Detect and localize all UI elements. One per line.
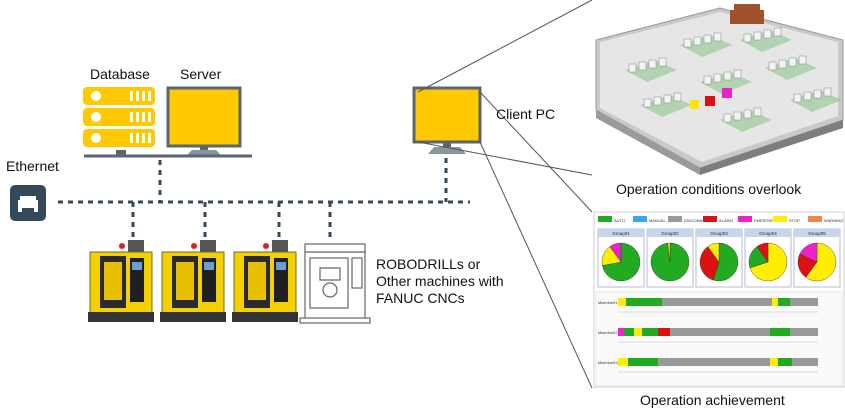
legend-label: AUTO (614, 218, 625, 223)
timeline-row-label: Machine03 (598, 360, 618, 365)
timeline-segment (628, 358, 658, 366)
factory-cell (680, 32, 732, 57)
legend-label: ALARM (719, 218, 733, 223)
factory-cell (740, 27, 792, 52)
ethernet-port-icon (10, 185, 46, 221)
factory-cell (765, 55, 817, 80)
pie-slice (667, 242, 671, 263)
server-label: Server (180, 66, 222, 82)
legend-entry: AUTO (598, 216, 625, 223)
legend-label: MANUAL (649, 218, 666, 223)
timeline-segment (624, 328, 634, 336)
legend-label: STOP (789, 218, 800, 223)
timeline-segment (618, 358, 628, 366)
timeline-row: Machine01 (598, 298, 818, 313)
timeline-row-label: Machine01 (598, 300, 618, 305)
pie-slice (707, 242, 720, 263)
legend-entry: STOP (773, 216, 800, 223)
timeline-segment (658, 358, 770, 366)
factory-cell (700, 69, 752, 94)
achievement-caption: Operation achievement (640, 392, 785, 408)
pie-slice (756, 242, 769, 263)
group-name: Group04 (759, 231, 777, 236)
group-card: Group04 (744, 228, 792, 288)
group-name: Group03 (710, 231, 728, 236)
legend-entry: WARNING (808, 216, 843, 223)
group-name: Group02 (661, 231, 679, 236)
group-card: Group05 (793, 228, 841, 288)
other-machine-icon (299, 243, 371, 324)
timeline-segment (778, 298, 790, 306)
robodrill-machine-icon (160, 240, 226, 322)
factory-cell (625, 57, 677, 82)
pie-slice (712, 242, 739, 282)
timeline-segment (790, 328, 818, 336)
client-pc-label: Client PC (496, 106, 556, 122)
machines-label-1: ROBODRILLs or (376, 256, 481, 272)
timeline-segment (642, 328, 658, 336)
timeline-segment (770, 328, 790, 336)
pie-slice (799, 242, 818, 263)
legend-entry: DISCONNECT (668, 216, 711, 223)
achievement-dashboard: AUTO MANUAL DISCONNECT ALARM EMERGENCY STOP WA… (593, 211, 845, 388)
ethernet-trunk (58, 158, 470, 240)
factory-cell (790, 87, 842, 112)
factory-cell (640, 92, 692, 117)
timeline-segment (634, 328, 642, 336)
robodrill-machine-icon (232, 240, 298, 322)
timeline-segment (792, 358, 818, 366)
timeline-segment (618, 298, 626, 306)
timeline-segment (770, 358, 778, 366)
overlook-caption: Operation conditions overlook (616, 181, 802, 197)
pie-slice (609, 242, 622, 263)
group-name: Group05 (808, 231, 826, 236)
timeline-segment (658, 328, 670, 336)
machine-group (88, 240, 298, 322)
timeline-segment (618, 328, 624, 336)
timeline-segment (790, 298, 818, 306)
database-label: Database (90, 66, 150, 82)
db-stand (116, 150, 126, 156)
factory-cell (720, 107, 772, 132)
timeline-segment (626, 298, 662, 306)
legend-label: DISCONNECT (684, 218, 711, 223)
factory-overlook-view (592, 0, 845, 175)
robodrill-machine-icon (88, 240, 154, 322)
group-name: Group01 (612, 231, 630, 236)
group-card: Group02 (646, 228, 694, 288)
timeline-segment (778, 358, 792, 366)
machines-label-3: FANUC CNCs (376, 290, 465, 306)
legend-entry: ALARM (703, 216, 733, 223)
timeline-segment (662, 298, 772, 306)
timeline-row-label: Machine02 (598, 330, 618, 335)
pie-slice (749, 242, 788, 282)
timeline-row: Machine03 (598, 358, 818, 373)
server-monitor-icon (166, 86, 242, 156)
legend-entry: EMERGENCY (738, 216, 780, 223)
timeline-segment (772, 298, 778, 306)
machines-label-2: Other machines with (376, 273, 504, 289)
database-icon (83, 87, 155, 147)
legend-entry: MANUAL (633, 216, 666, 223)
timeline-row: Machine02 (598, 328, 818, 343)
timeline-segment (670, 328, 770, 336)
group-card: Group03 (695, 228, 743, 288)
legend-label: EMERGENCY (754, 218, 780, 223)
ethernet-label: Ethernet (6, 158, 59, 174)
group-card: Group01 (597, 228, 645, 288)
client-pc-monitor-icon (412, 86, 482, 154)
callout-lines (417, 0, 593, 389)
legend-label: WARNING (824, 218, 843, 223)
pie-slice (805, 242, 837, 282)
pie-slice (699, 246, 720, 281)
